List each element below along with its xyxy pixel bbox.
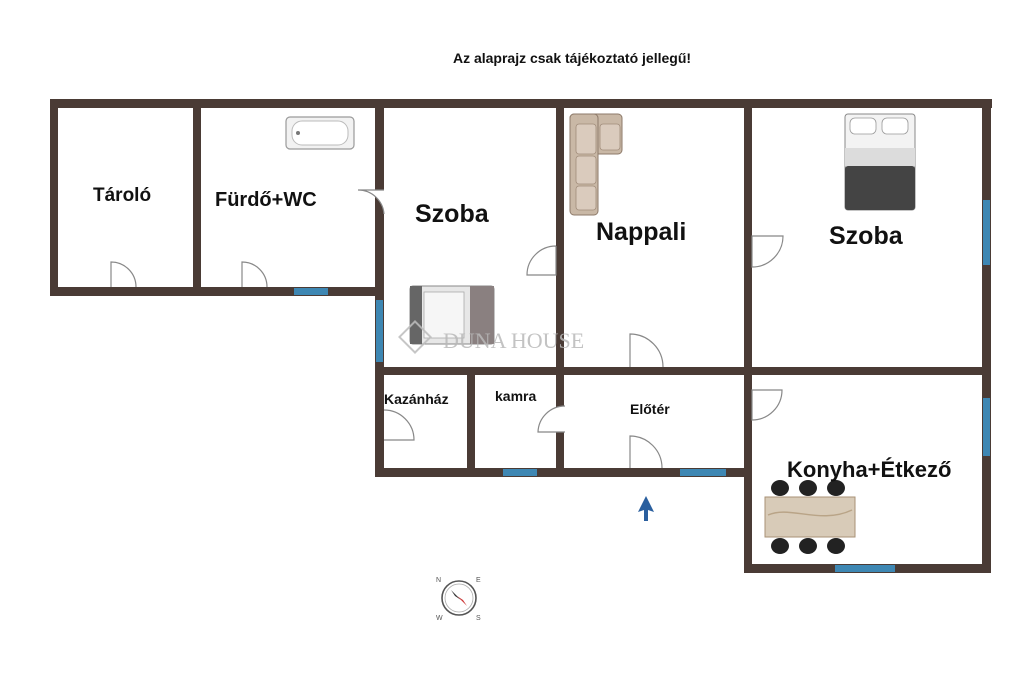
svg-text:E: E <box>476 577 481 584</box>
single-bed-icon <box>409 285 495 345</box>
svg-text:N: N <box>436 577 441 584</box>
svg-text:W: W <box>436 615 443 622</box>
window-icon <box>294 200 990 572</box>
double-bed-icon <box>844 113 916 211</box>
room-label-kazanhaz: Kazánház <box>384 391 449 407</box>
plan-disclaimer: Az alaprajz csak tájékoztató jellegű! <box>452 50 692 66</box>
dining-table-icon <box>764 480 856 554</box>
door-swing-icon <box>110 189 784 469</box>
room-label-furdo: Fürdő+WC <box>215 189 317 211</box>
room-label-szoba-2: Szoba <box>829 222 904 250</box>
compass-icon: N E W S <box>436 577 481 622</box>
room-label-kamra: kamra <box>495 388 536 404</box>
bathtub-icon <box>285 116 355 150</box>
watermark-logo: DUNA HOUSE <box>398 320 584 354</box>
room-label-nappali: Nappali <box>596 218 686 246</box>
north-arrow-icon <box>638 496 654 521</box>
sofa-icon <box>569 113 623 216</box>
room-label-taroló: Tároló <box>93 185 151 206</box>
room-label-eloter: Előtér <box>630 401 670 417</box>
room-label-szoba-1: Szoba <box>415 200 490 228</box>
svg-text:S: S <box>476 615 481 622</box>
room-label-konyha: Konyha+Étkező <box>787 457 951 482</box>
svg-text:DUNA HOUSE: DUNA HOUSE <box>443 328 584 353</box>
